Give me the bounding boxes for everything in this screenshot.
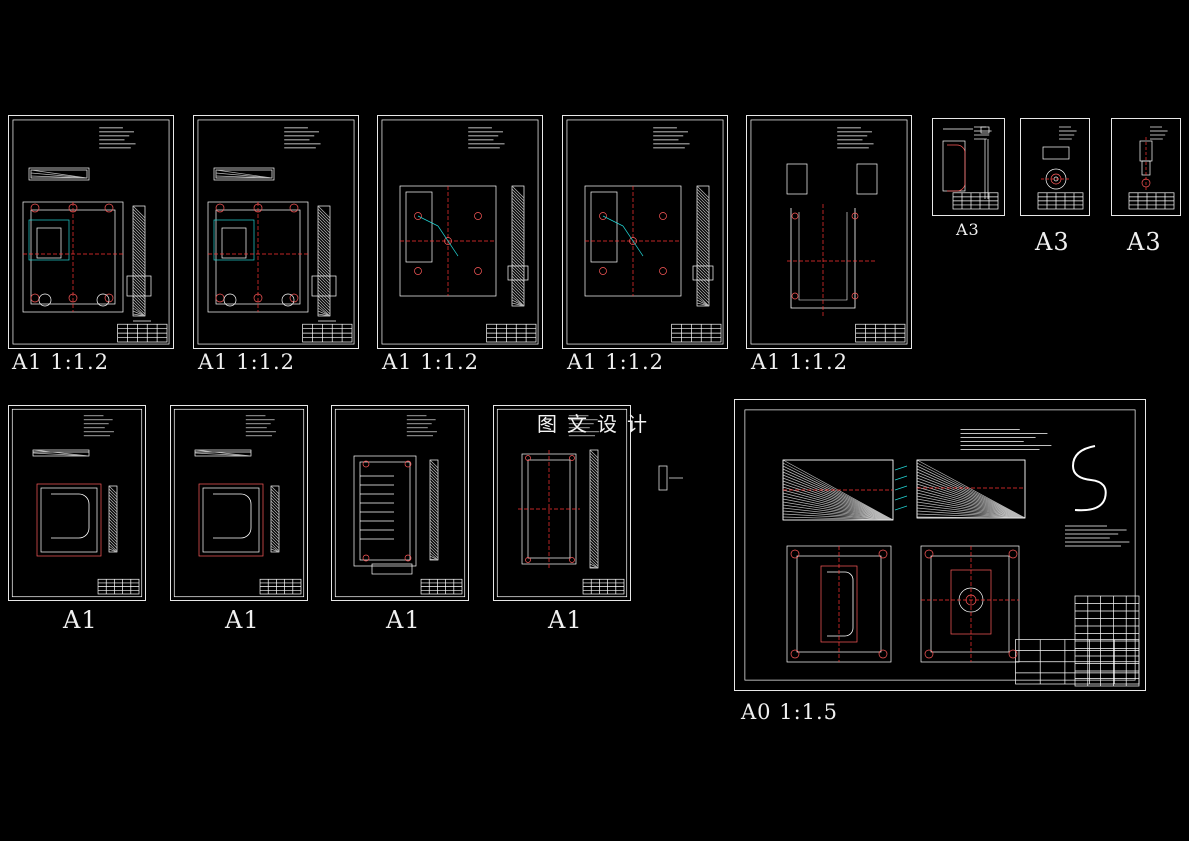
sheet-caption: A1 <box>63 606 98 634</box>
sheet-drawing <box>381 119 539 345</box>
watermark: 图文设计 <box>537 412 657 436</box>
sheet-drawing <box>1128 126 1175 210</box>
sheet-caption: A1 1:1.2 <box>12 350 110 374</box>
drawing-sheet[interactable] <box>734 399 1146 691</box>
sheet-caption: A1 1:1.2 <box>382 350 480 374</box>
drawing-sheet[interactable] <box>331 405 469 601</box>
sheet-drawing <box>744 409 1140 687</box>
sheet-caption: A1 1:1.2 <box>751 350 849 374</box>
sheet-drawing <box>1037 126 1084 210</box>
drawing-sheet[interactable] <box>170 405 308 601</box>
sheet-caption: A1 <box>386 606 421 634</box>
sheet-caption: A1 1:1.2 <box>567 350 665 374</box>
drawing-sheet[interactable] <box>1111 118 1181 216</box>
sheet-drawing <box>173 408 305 598</box>
sheet-caption: A1 <box>225 606 260 634</box>
sheet-caption: A1 <box>548 606 583 634</box>
stray-annotation <box>658 465 683 491</box>
sheet-drawing <box>11 408 143 598</box>
drawing-sheet[interactable] <box>562 115 728 349</box>
sheet-caption: A0 1:1.5 <box>741 700 839 724</box>
sheet-drawing <box>12 119 170 345</box>
sheet-caption: A1 1:1.2 <box>198 350 296 374</box>
drawing-sheet[interactable] <box>193 115 359 349</box>
sheet-caption: A3 <box>956 220 980 239</box>
sheet-caption: A3 <box>1127 228 1162 256</box>
sheet-drawing <box>334 408 466 598</box>
sheet-caption: A3 <box>1035 228 1070 256</box>
sheet-drawing <box>942 126 999 210</box>
drawing-sheet[interactable] <box>8 115 174 349</box>
sheet-drawing <box>197 119 355 345</box>
drawing-sheet[interactable] <box>377 115 543 349</box>
drawing-sheet[interactable] <box>932 118 1005 216</box>
drawing-sheet[interactable] <box>746 115 912 349</box>
drawing-sheet[interactable] <box>8 405 146 601</box>
sheet-drawing <box>566 119 724 345</box>
drawing-sheet[interactable] <box>1020 118 1090 216</box>
sheet-drawing <box>750 119 908 345</box>
drawing-sheet[interactable] <box>493 405 631 601</box>
sheet-drawing <box>496 408 628 598</box>
